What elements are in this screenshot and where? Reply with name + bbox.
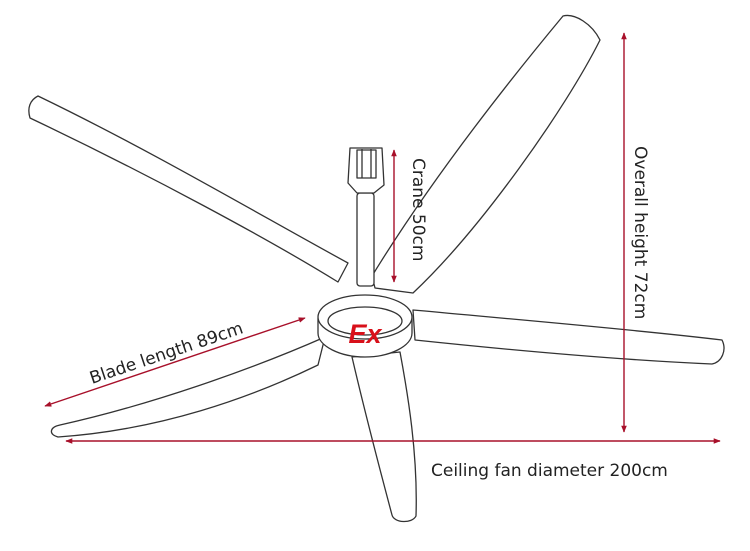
fan-blade-lower [351,351,417,523]
crane-downrod [347,147,385,287]
overall-height-label: Overall height 72cm [630,146,650,319]
hub-mark: Ex [348,319,382,349]
crane-label: Crane 50cm [408,158,428,261]
fan-blade-right [412,309,725,365]
blade-length-dimension-arrow [44,317,306,407]
diameter-label: Ceiling fan diameter 200cm [431,461,668,481]
fan-blade-upper-left [28,95,349,283]
fan-blade-upper-right [371,14,601,294]
fan-hub [317,294,413,358]
